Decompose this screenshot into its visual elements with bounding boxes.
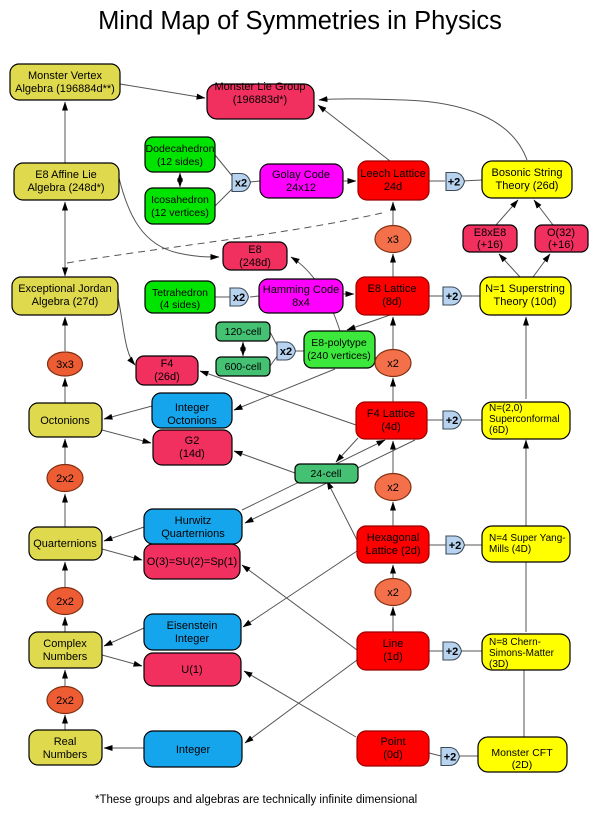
svg-text:(2D): (2D) bbox=[512, 759, 532, 771]
svg-text:Mind Map of Symmetries in Phys: Mind Map of Symmetries in Physics bbox=[98, 7, 502, 35]
svg-text:*These groups and algebras are: *These groups and algebras are technical… bbox=[95, 794, 417, 806]
svg-text:N=4 Super Yang-: N=4 Super Yang- bbox=[489, 533, 566, 544]
svg-text:(+16): (+16) bbox=[548, 239, 574, 251]
svg-text:(8d): (8d) bbox=[382, 296, 402, 308]
svg-text:x2: x2 bbox=[387, 358, 399, 370]
svg-text:Integer: Integer bbox=[175, 402, 210, 414]
svg-text:E8xE8: E8xE8 bbox=[474, 227, 506, 239]
svg-text:Theory (10d): Theory (10d) bbox=[494, 296, 557, 308]
svg-text:(248d): (248d) bbox=[239, 257, 271, 269]
svg-text:Algebra (248d*): Algebra (248d*) bbox=[27, 182, 104, 194]
svg-text:Octonions: Octonions bbox=[40, 415, 90, 427]
svg-text:Monster Lie Group: Monster Lie Group bbox=[214, 81, 305, 93]
svg-text:N=1 Superstring: N=1 Superstring bbox=[485, 283, 565, 295]
svg-text:(12 vertices): (12 vertices) bbox=[151, 207, 209, 219]
svg-text:Dodecahedron: Dodecahedron bbox=[146, 143, 215, 155]
svg-text:2x2: 2x2 bbox=[56, 596, 74, 608]
svg-text:N=8 Chern-: N=8 Chern- bbox=[489, 637, 541, 648]
svg-text:U(1): U(1) bbox=[181, 664, 202, 676]
svg-text:+2: +2 bbox=[448, 177, 461, 189]
svg-text:(3D): (3D) bbox=[489, 659, 508, 670]
svg-text:(14d): (14d) bbox=[179, 448, 205, 460]
svg-text:(196883d*): (196883d*) bbox=[233, 94, 287, 106]
svg-text:x2: x2 bbox=[387, 587, 399, 599]
svg-text:(6D): (6D) bbox=[489, 425, 508, 436]
svg-text:+2: +2 bbox=[446, 415, 459, 427]
svg-text:24x12: 24x12 bbox=[286, 182, 316, 194]
svg-text:Lattice (2d): Lattice (2d) bbox=[365, 545, 420, 557]
svg-text:Hamming Code: Hamming Code bbox=[263, 284, 339, 296]
svg-text:Golay Code: Golay Code bbox=[272, 169, 330, 181]
svg-text:Numbers: Numbers bbox=[43, 651, 88, 663]
svg-text:O(3)=SU(2)=Sp(1): O(3)=SU(2)=Sp(1) bbox=[147, 556, 237, 568]
svg-text:x2: x2 bbox=[233, 292, 245, 304]
svg-text:Eisenstein: Eisenstein bbox=[167, 620, 218, 632]
svg-text:x3: x3 bbox=[387, 234, 399, 246]
svg-text:Simons-Matter: Simons-Matter bbox=[489, 648, 555, 659]
svg-text:Algebra (27d): Algebra (27d) bbox=[32, 296, 99, 308]
svg-text:Monster Vertex: Monster Vertex bbox=[28, 70, 102, 82]
svg-text:Mills (4D): Mills (4D) bbox=[489, 544, 531, 555]
svg-text:Complex: Complex bbox=[43, 638, 87, 650]
svg-text:(12 sides): (12 sides) bbox=[157, 156, 203, 168]
svg-text:3x3: 3x3 bbox=[56, 359, 74, 371]
svg-text:Quarternions: Quarternions bbox=[161, 528, 225, 540]
svg-text:120-cell: 120-cell bbox=[225, 326, 262, 338]
svg-text:Numbers: Numbers bbox=[43, 749, 88, 761]
svg-text:+2: +2 bbox=[444, 752, 457, 764]
svg-text:(+16): (+16) bbox=[477, 239, 503, 251]
svg-text:Hexagonal: Hexagonal bbox=[367, 532, 420, 544]
svg-text:E8 Lattice: E8 Lattice bbox=[368, 283, 417, 295]
svg-text:(4d): (4d) bbox=[381, 421, 401, 433]
svg-text:Leech Lattice: Leech Lattice bbox=[360, 168, 425, 180]
svg-text:24d: 24d bbox=[384, 181, 402, 193]
svg-text:x2: x2 bbox=[235, 178, 247, 190]
svg-text:Hurwitz: Hurwitz bbox=[175, 515, 212, 527]
svg-text:(1d): (1d) bbox=[383, 651, 403, 663]
svg-text:(0d): (0d) bbox=[383, 749, 403, 761]
svg-text:F4 Lattice: F4 Lattice bbox=[367, 408, 415, 420]
svg-text:F4: F4 bbox=[161, 358, 174, 370]
svg-text:Exceptional Jordan: Exceptional Jordan bbox=[18, 283, 112, 295]
svg-text:Superconformal: Superconformal bbox=[489, 414, 560, 425]
svg-text:x2: x2 bbox=[387, 482, 399, 494]
svg-text:Quarternions: Quarternions bbox=[33, 538, 97, 550]
svg-text:+2: +2 bbox=[446, 291, 459, 303]
svg-text:Icosahedron: Icosahedron bbox=[151, 194, 209, 206]
svg-text:x2: x2 bbox=[280, 346, 292, 358]
svg-text:8x4: 8x4 bbox=[292, 297, 310, 309]
svg-text:+2: +2 bbox=[449, 540, 462, 552]
svg-text:+2: +2 bbox=[446, 646, 459, 658]
svg-text:600-cell: 600-cell bbox=[225, 361, 262, 373]
svg-text:Integer: Integer bbox=[175, 633, 210, 645]
svg-text:Theory (26d): Theory (26d) bbox=[496, 180, 559, 192]
svg-text:(4 sides): (4 sides) bbox=[160, 299, 200, 311]
svg-text:(26d): (26d) bbox=[154, 371, 180, 383]
svg-text:(240 vertices): (240 vertices) bbox=[307, 350, 371, 362]
svg-text:Line: Line bbox=[383, 638, 404, 650]
svg-text:E8: E8 bbox=[248, 244, 261, 256]
svg-text:G2: G2 bbox=[185, 435, 200, 447]
svg-text:Bosonic String: Bosonic String bbox=[492, 167, 563, 179]
svg-text:Point: Point bbox=[380, 736, 405, 748]
svg-text:Octonions: Octonions bbox=[167, 415, 217, 427]
svg-text:Integer: Integer bbox=[176, 744, 211, 756]
svg-text:2x2: 2x2 bbox=[56, 695, 74, 707]
svg-text:E8-polytype: E8-polytype bbox=[311, 337, 367, 349]
svg-text:24-cell: 24-cell bbox=[311, 468, 342, 480]
svg-text:2x2: 2x2 bbox=[56, 473, 74, 485]
svg-text:Real: Real bbox=[54, 736, 77, 748]
svg-text:Algebra (196884d**): Algebra (196884d**) bbox=[15, 83, 115, 95]
svg-text:Monster CFT: Monster CFT bbox=[491, 747, 553, 759]
svg-text:Tetrahedron: Tetrahedron bbox=[152, 287, 208, 299]
svg-text:O(32): O(32) bbox=[547, 227, 575, 239]
svg-text:E8 Affine Lie: E8 Affine Lie bbox=[35, 169, 97, 181]
svg-text:N=(2,0): N=(2,0) bbox=[489, 403, 523, 414]
